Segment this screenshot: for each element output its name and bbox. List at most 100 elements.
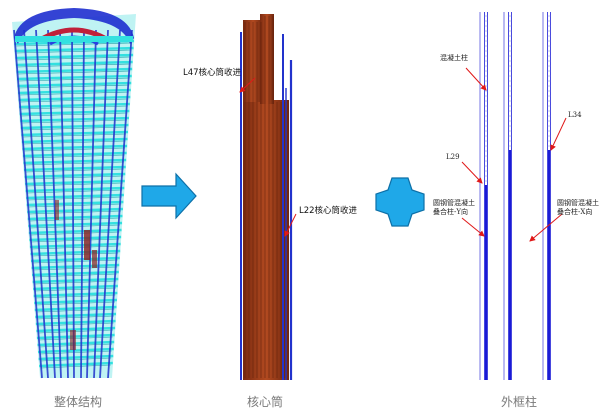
floor-slab [22, 144, 128, 151]
overall-structure-model [12, 8, 136, 379]
arrow-l47 [239, 77, 256, 93]
caption-core: 核心筒 [247, 395, 284, 409]
floor-slab [15, 53, 134, 60]
core-tube-model [240, 14, 293, 380]
tower-column [13, 29, 43, 379]
floor-edge [29, 217, 121, 222]
tower-column [86, 29, 97, 379]
annotation-arrows [239, 67, 567, 242]
floor-slab [34, 305, 117, 312]
floor-edge [27, 189, 123, 194]
floor-edge [32, 259, 118, 264]
floor-edge [29, 210, 121, 215]
floor-edge [24, 147, 126, 152]
floor-edge [22, 126, 127, 131]
floor-edge [41, 364, 111, 369]
floor-slab [15, 60, 133, 67]
label-steel-x: 圆钢管混凝土 叠合柱-X向 [557, 199, 599, 217]
floor-slab [20, 123, 129, 130]
tower-column [99, 29, 121, 379]
floor-edge [17, 63, 131, 68]
floor-slab [35, 312, 117, 319]
floor-edge [34, 273, 117, 278]
label-steel-y: 圆钢管混凝土 叠合柱-Y向 [433, 199, 475, 217]
label-l29: L29 [446, 153, 460, 161]
floor-slab [30, 249, 121, 256]
tower-columns [13, 29, 133, 379]
core-wall-stripes [244, 16, 286, 378]
floor-slab [19, 102, 130, 109]
label-l34: L34 [568, 111, 582, 119]
floor-edge [19, 84, 130, 89]
floor-slab [34, 298, 117, 305]
floor-slab [29, 235, 122, 242]
floor-slab [21, 130, 129, 137]
floor-edge [23, 140, 126, 145]
tower-column [80, 29, 85, 379]
floor-edge [17, 56, 132, 61]
floor-edge [37, 315, 115, 320]
floor-slab [26, 193, 124, 200]
floor-edge [31, 238, 120, 243]
floor-slab [16, 67, 133, 74]
floor-edge [40, 357, 112, 362]
caption-frame: 外框柱 [501, 395, 538, 409]
floor-slab [27, 214, 123, 221]
floor-slab [33, 291, 118, 298]
floor-slab [16, 74, 132, 81]
floor-slab [28, 221, 123, 228]
floor-edge [36, 308, 115, 313]
tower-column [93, 29, 109, 379]
floor-slab [18, 88, 131, 95]
floor-slab [33, 284, 118, 291]
floor-edge [21, 105, 128, 110]
floor-edge [34, 280, 117, 285]
arrow-l22 [284, 213, 297, 237]
floor-edge [31, 245, 119, 250]
floor-slab [23, 165, 126, 172]
floor-slab [31, 263, 120, 270]
tower-core-accents [55, 200, 97, 350]
floor-edge [24, 154, 125, 159]
floor-edge [21, 112, 128, 117]
caption-overall: 整体结构 [54, 395, 103, 409]
floor-edge [28, 196, 122, 201]
floor-edge [18, 77, 130, 82]
tower-column [23, 29, 49, 379]
floor-edge [27, 182, 123, 187]
label-steel-x-line2: 叠合柱-X向 [557, 208, 593, 216]
floor-slab [17, 81, 132, 88]
floor-slab [14, 46, 134, 53]
tower-column [107, 29, 133, 379]
floor-edge [16, 49, 132, 54]
floor-slab [32, 270, 119, 277]
floor-slab [32, 277, 119, 284]
floor-slab [21, 137, 128, 144]
floor-edge [26, 175, 124, 180]
floor-slab [26, 200, 124, 207]
floor-edge [25, 168, 124, 173]
floor-edge [33, 266, 118, 271]
floor-slab [25, 179, 125, 186]
tower-column [47, 29, 62, 379]
floor-slab [23, 158, 127, 165]
floor-edge [30, 231, 120, 236]
floor-edge [23, 133, 127, 138]
floor-slab [30, 256, 120, 263]
floor-edge [20, 91, 129, 96]
floor-slab [28, 228, 122, 235]
floor-slab [35, 319, 116, 326]
floor-edge [22, 119, 127, 124]
floor-slab [29, 242, 121, 249]
label-steel-y-line2: 叠合柱-Y向 [433, 208, 468, 216]
tower-column [35, 29, 56, 379]
floor-edge [35, 287, 116, 292]
floor-slab [25, 186, 125, 193]
tower-crown [14, 8, 134, 46]
tower-floor-lines [14, 39, 135, 369]
floor-edge [25, 161, 125, 166]
floor-slab [19, 109, 130, 116]
arrow-l29 [461, 161, 483, 184]
floor-slab [22, 151, 127, 158]
